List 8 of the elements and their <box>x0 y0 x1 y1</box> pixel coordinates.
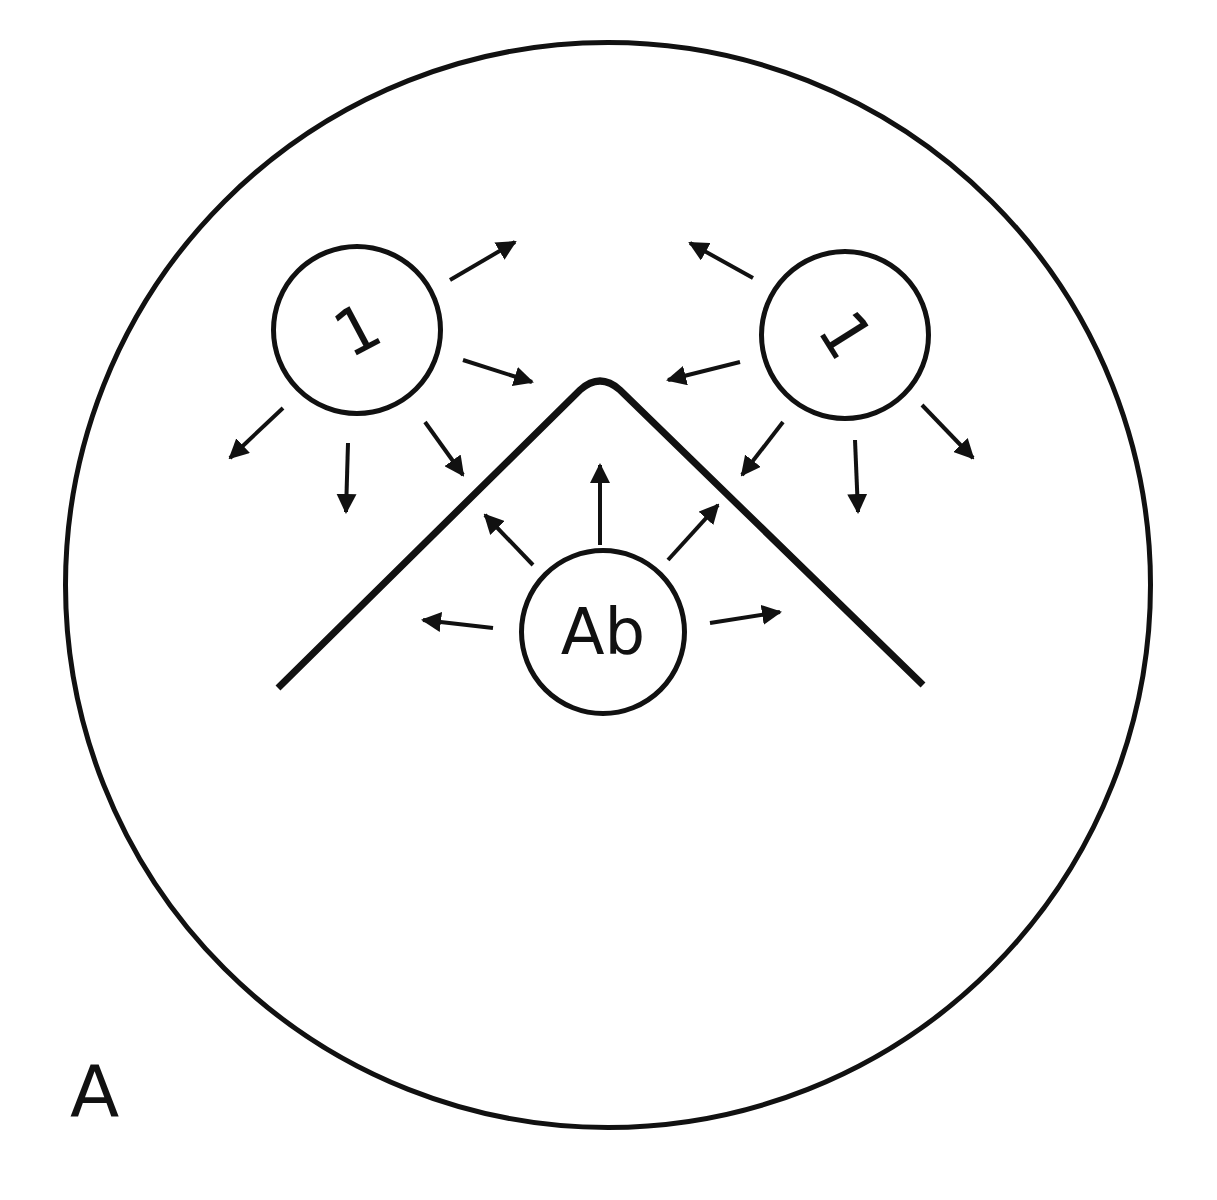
panel-label: A <box>70 1055 120 1127</box>
well-circle <box>519 548 687 716</box>
well-label: 1 <box>324 292 390 368</box>
well-circle <box>271 244 443 416</box>
petri-dish <box>63 40 1153 1130</box>
well-label: Ab <box>560 600 646 664</box>
well-circle <box>759 249 931 421</box>
well-label: 1 <box>807 300 883 370</box>
